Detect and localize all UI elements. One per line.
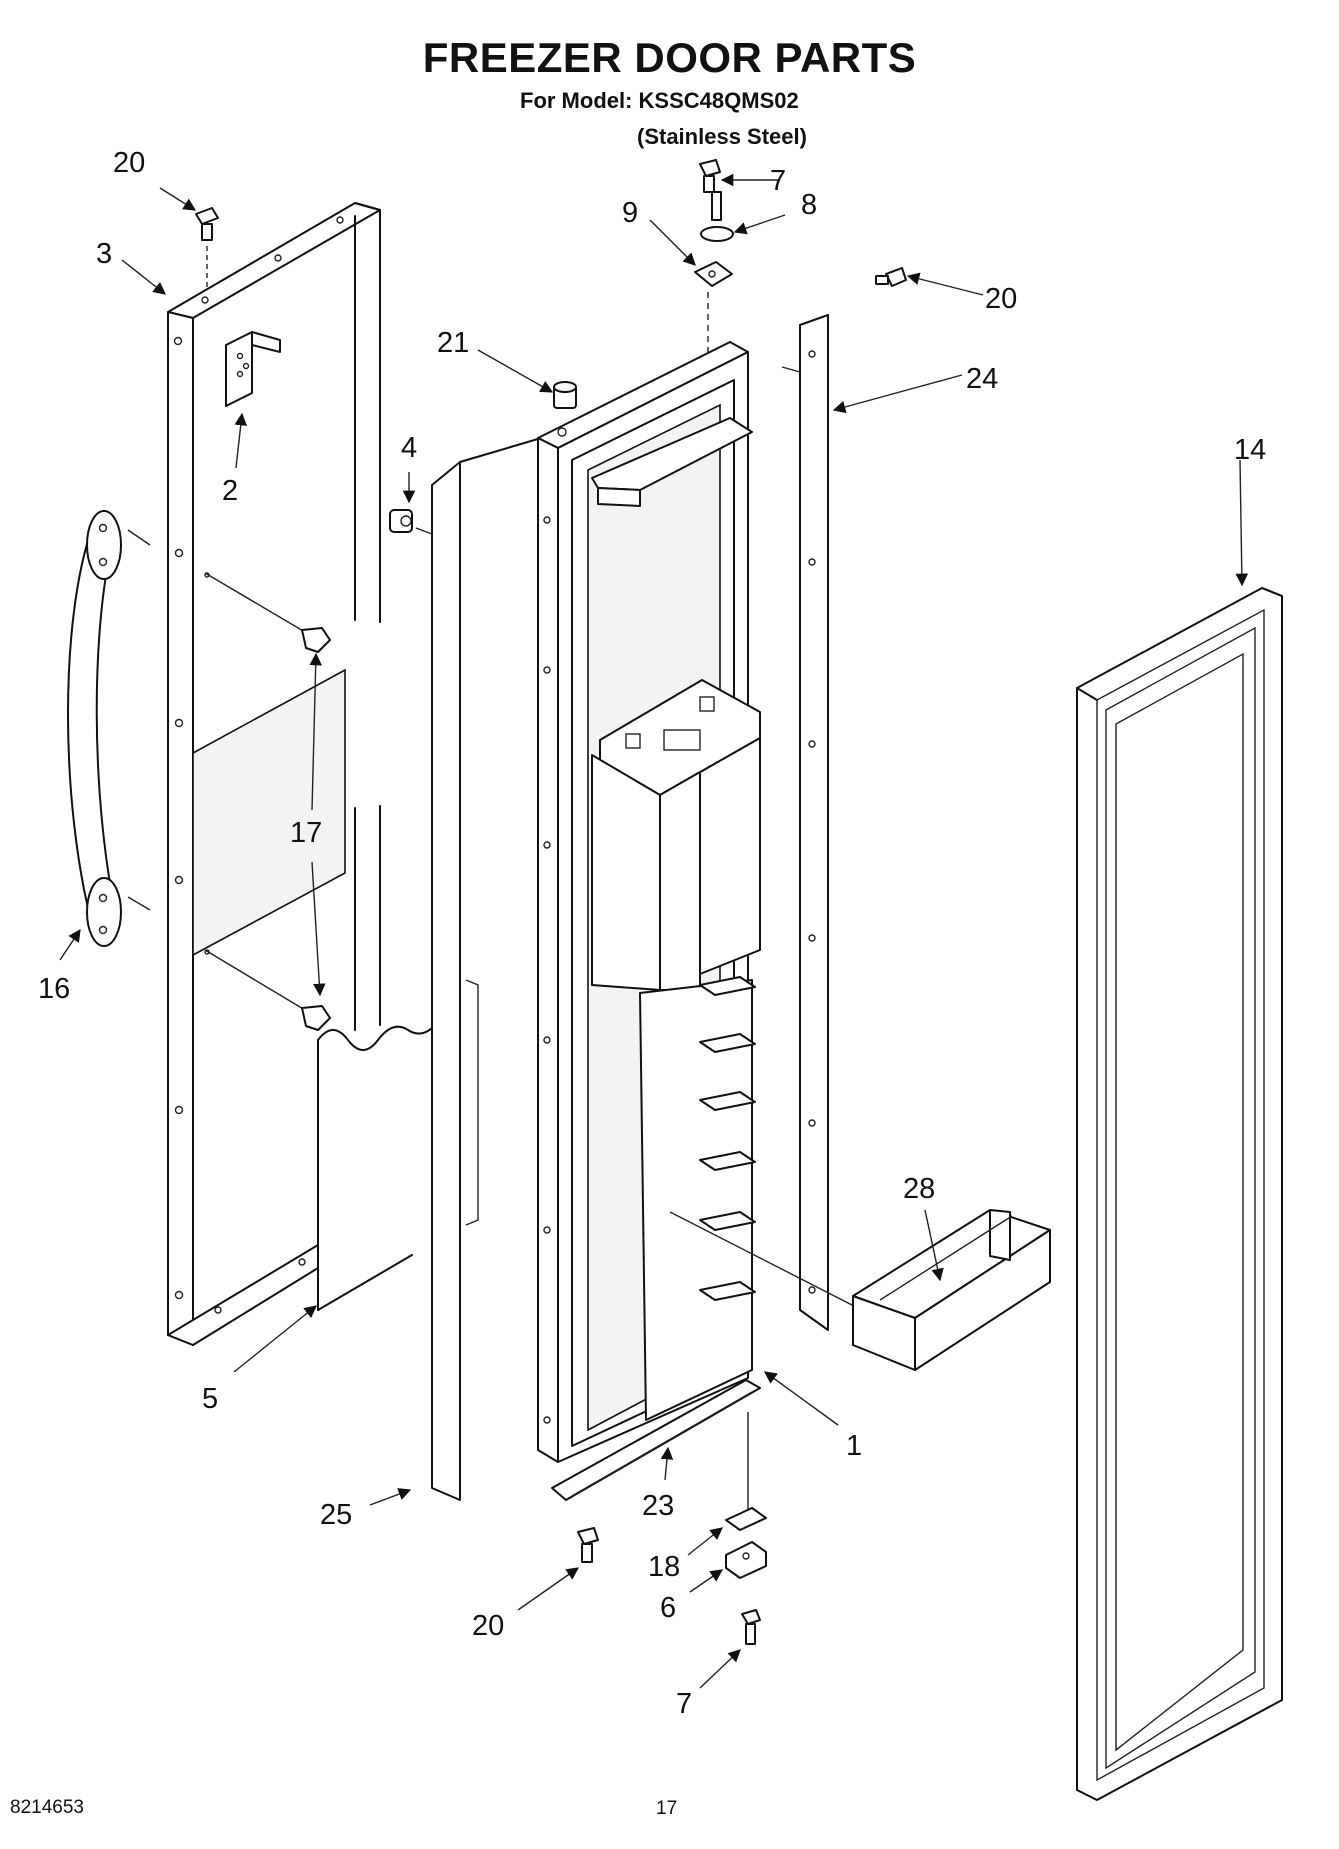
bottom-hinge-assembly [725,1412,767,1645]
handle-screws [204,572,331,1031]
document-number: 8214653 [10,1797,84,1818]
callout-4: 4 [401,432,417,464]
callout-20-bottom: 20 [472,1610,504,1642]
callout-leaders [59,173,1249,1689]
model-finish: (Stainless Steel) [637,124,807,149]
bottom-trim [551,1379,761,1501]
callout-2: 2 [222,475,238,507]
callout-16: 16 [38,973,70,1005]
callout-21: 21 [437,327,469,359]
screw-top-left [195,207,219,290]
callout-28: 28 [903,1173,935,1205]
callout-14: 14 [1234,434,1266,466]
callout-7-bottom: 7 [676,1688,692,1720]
door-stop-bumper [389,509,433,535]
door-inner-liner [537,341,761,1463]
screw-top-right [875,267,907,287]
callout-3: 3 [96,238,112,270]
hinge-plug [553,381,577,409]
callout-18: 18 [648,1551,680,1583]
callout-24: 24 [966,363,998,395]
door-outer-panel [167,202,454,1346]
callout-9: 9 [622,197,638,229]
top-hinge-assembly [694,159,734,355]
screw-bottom [577,1527,599,1563]
door-gasket [1076,587,1283,1801]
page-number: 17 [656,1798,678,1819]
door-bin-stack [699,976,756,1301]
callout-20-top-left: 20 [113,147,145,179]
callout-labels: 20 3 2 4 17 16 5 25 21 9 7 8 20 24 14 28… [38,147,1266,1720]
callout-5: 5 [202,1383,218,1415]
callout-8: 8 [801,189,817,221]
door-bracket [225,331,281,407]
callout-6: 6 [660,1592,676,1624]
door-handle [67,510,151,947]
callout-1: 1 [846,1430,862,1462]
callout-20-top-right: 20 [985,283,1017,315]
page-title: FREEZER DOOR PARTS [422,34,917,81]
callout-17: 17 [290,817,322,849]
door-bin [852,1209,1051,1371]
side-trim-strip [781,314,829,1331]
model-number: For Model: KSSC48QMS02 [520,88,799,113]
side-gasket-strip [431,435,549,1501]
callout-7-top: 7 [770,165,786,197]
callout-23: 23 [642,1490,674,1522]
callout-25: 25 [320,1499,352,1531]
